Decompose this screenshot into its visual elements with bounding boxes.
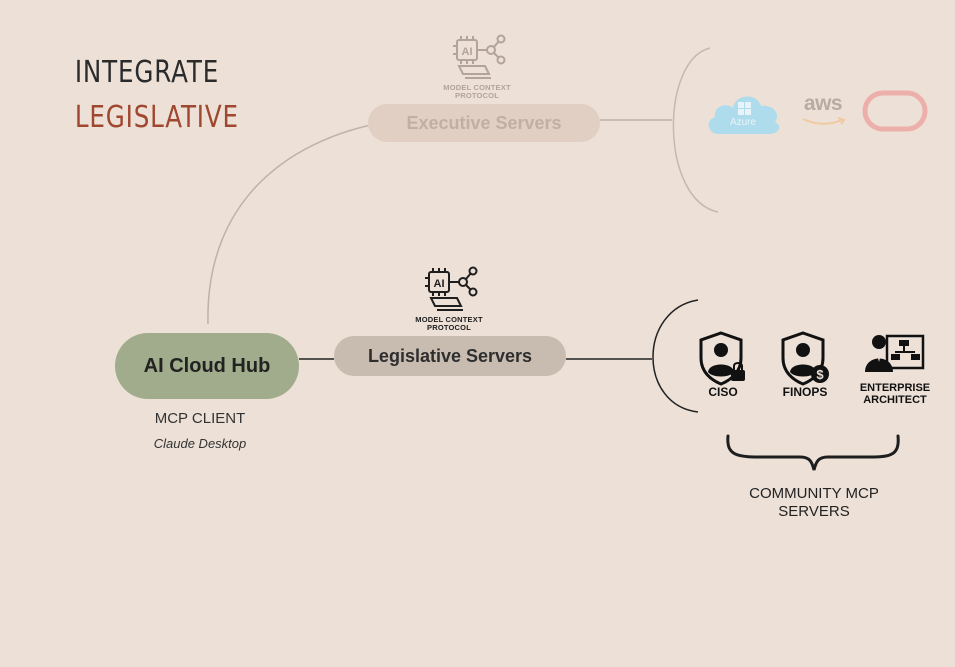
svg-text:AI: AI xyxy=(434,278,445,290)
mcp-caption-line2: PROTOCOL xyxy=(427,323,471,332)
role-finops[interactable]: $ FINOPS xyxy=(760,330,850,398)
community-line2: SERVERS xyxy=(778,503,850,520)
claude-desktop-label: Claude Desktop xyxy=(153,436,247,451)
executive-servers-node[interactable]: Executive Servers xyxy=(368,104,600,142)
role-enterprise-architect[interactable]: ENTERPRISE ARCHITECT xyxy=(850,328,940,406)
shield-user-dollar-icon: $ xyxy=(781,331,829,386)
svg-text:$: $ xyxy=(816,367,824,382)
mcp-badge-legislative: AI MODEL CONTEXT PROTOCOL xyxy=(414,266,484,332)
role-architect-label: ARCHITECT xyxy=(863,394,927,406)
ai-chip-network-icon: AI xyxy=(425,266,478,311)
mcp-client-label: MCP CLIENT xyxy=(154,410,246,427)
ai-cloud-hub-node[interactable]: AI Cloud Hub xyxy=(115,333,299,399)
user-org-chart-icon xyxy=(865,334,925,372)
title-legislative: LEGISLATIVE xyxy=(74,100,239,135)
aws-label: aws xyxy=(803,92,843,115)
mcp-caption-line1: MODEL CONTEXT xyxy=(443,83,511,92)
ai-chip-network-icon: AI xyxy=(453,34,506,79)
community-line1: COMMUNITY MCP xyxy=(749,485,879,502)
role-ciso[interactable]: CISO xyxy=(678,330,768,398)
title-integrate: INTEGRATE xyxy=(74,55,220,90)
role-ciso-label: CISO xyxy=(708,385,738,399)
mcp-badge-executive: AI MODEL CONTEXT PROTOCOL xyxy=(442,34,512,100)
shield-user-lock-icon xyxy=(699,331,745,386)
legislative-servers-node[interactable]: Legislative Servers xyxy=(334,336,566,376)
mcp-caption-line1: MODEL CONTEXT xyxy=(415,315,483,324)
svg-text:AI: AI xyxy=(462,46,473,58)
aws-smile-icon xyxy=(802,117,846,125)
azure-cloud-icon xyxy=(708,96,780,134)
community-mcp-servers-label: COMMUNITY MCP SERVERS xyxy=(730,485,898,521)
azure-label: Azure xyxy=(729,117,757,128)
mcp-caption-line2: PROTOCOL xyxy=(455,91,499,100)
role-enterprise-label: ENTERPRISE xyxy=(859,382,931,394)
role-finops-label: FINOPS xyxy=(782,385,828,399)
oracle-logo xyxy=(862,90,928,132)
